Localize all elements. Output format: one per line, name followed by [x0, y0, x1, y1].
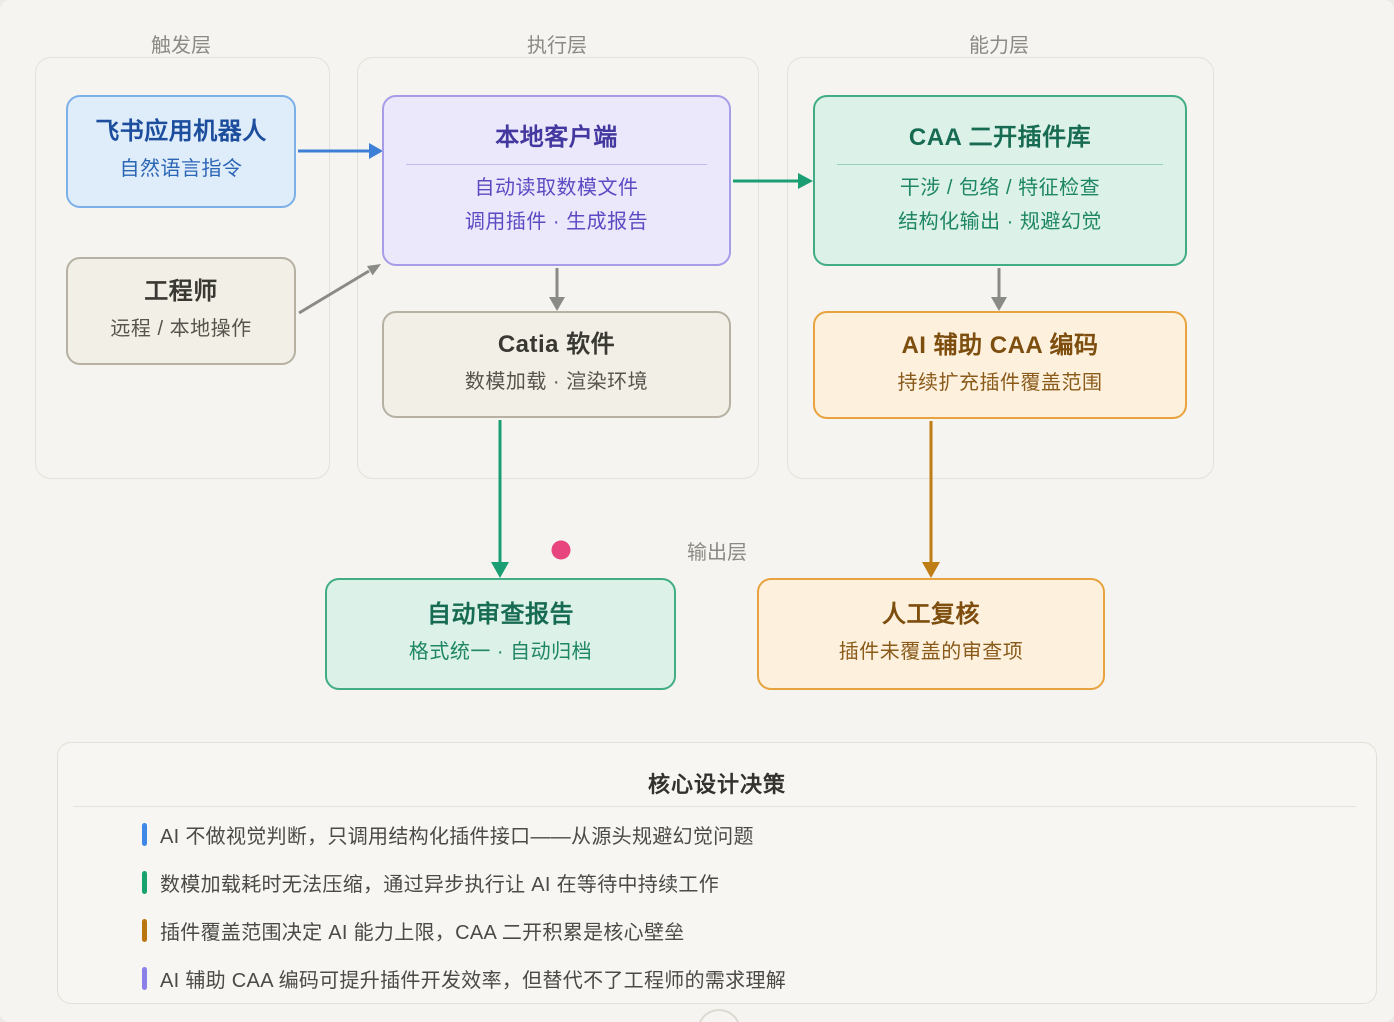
decision-bullet-bar: [142, 870, 147, 894]
node-manual-review: 人工复核 插件未覆盖的审查项: [757, 578, 1105, 690]
node-divider: [837, 163, 1163, 165]
layer-label-execution: 执行层: [527, 35, 587, 57]
node-subtitle: 插件未覆盖的审查项: [838, 640, 1024, 663]
node-title: CAA 二开插件库: [908, 123, 1092, 151]
decision-text: AI 辅助 CAA 编码可提升插件开发效率，但替代不了工程师的需求理解: [160, 969, 787, 992]
node-title: 人工复核: [882, 600, 980, 628]
node-ai-caa-coding: AI 辅助 CAA 编码 持续扩充插件覆盖范围: [813, 311, 1187, 419]
decision-text: 插件覆盖范围决定 AI 能力上限，CAA 二开积累是核心壁垒: [160, 921, 685, 944]
bottom-arc-decoration: [697, 1009, 741, 1022]
node-subtitle: 持续扩充插件覆盖范围: [897, 371, 1103, 394]
decision-text: AI 不做视觉判断，只调用结构化插件接口——从源头规避幻觉问题: [160, 825, 754, 848]
group-capability-layer: [787, 57, 1214, 479]
node-subtitle: 自然语言指令: [119, 158, 243, 180]
decision-item: AI 辅助 CAA 编码可提升插件开发效率，但替代不了工程师的需求理解: [142, 965, 1346, 992]
layer-label-output: 输出层: [687, 542, 747, 564]
decision-item: 插件覆盖范围决定 AI 能力上限，CAA 二开积累是核心壁垒: [142, 917, 1346, 944]
panel-title: 核心设计决策: [647, 772, 786, 797]
node-catia: Catia 软件 数模加载 · 渲染环境: [382, 311, 731, 418]
node-detail-line: 结构化输出 · 规避幻觉: [898, 210, 1102, 233]
node-local-client: 本地客户端 自动读取数模文件 调用插件 · 生成报告: [382, 95, 731, 266]
node-detail-line: 自动读取数模文件: [474, 176, 639, 199]
node-subtitle: 数模加载 · 渲染环境: [464, 371, 649, 393]
node-detail-line: 干涉 / 包络 / 特征检查: [899, 176, 1101, 199]
node-detail-line: 调用插件 · 生成报告: [464, 210, 649, 233]
decision-item: 数模加载耗时无法压缩，通过异步执行让 AI 在等待中持续工作: [142, 869, 1346, 896]
node-divider: [406, 163, 707, 165]
node-title: 本地客户端: [495, 123, 618, 151]
layer-label-trigger: 触发层: [151, 35, 211, 57]
node-subtitle: 格式统一 · 自动归档: [408, 640, 593, 663]
core-decisions-panel: 核心设计决策 AI 不做视觉判断，只调用结构化插件接口——从源头规避幻觉问题 数…: [57, 742, 1377, 1004]
decision-item: AI 不做视觉判断，只调用结构化插件接口——从源头规避幻觉问题: [142, 821, 1346, 848]
node-feishu-bot: 飞书应用机器人 自然语言指令: [66, 95, 296, 208]
node-caa-plugin-lib: CAA 二开插件库 干涉 / 包络 / 特征检查 结构化输出 · 规避幻觉: [813, 95, 1187, 266]
node-title: AI 辅助 CAA 编码: [901, 331, 1099, 359]
node-auto-report: 自动审查报告 格式统一 · 自动归档: [325, 578, 676, 690]
node-title: 工程师: [144, 277, 218, 305]
node-engineer: 工程师 远程 / 本地操作: [66, 257, 296, 365]
panel-divider: [73, 806, 1356, 807]
layer-label-capability: 能力层: [969, 35, 1029, 57]
decision-bullet-bar: [142, 918, 147, 942]
decision-bullet-bar: [142, 966, 147, 990]
node-title: 飞书应用机器人: [95, 118, 267, 145]
group-execution-layer: [357, 57, 759, 479]
decision-text: 数模加载耗时无法压缩，通过异步执行让 AI 在等待中持续工作: [160, 873, 720, 896]
node-title: 自动审查报告: [427, 600, 574, 628]
decision-bullet-bar: [142, 822, 147, 846]
node-subtitle: 远程 / 本地操作: [110, 317, 252, 340]
group-trigger-layer: [35, 57, 330, 479]
node-title: Catia 软件: [497, 331, 616, 358]
pink-marker-dot: [551, 540, 571, 560]
